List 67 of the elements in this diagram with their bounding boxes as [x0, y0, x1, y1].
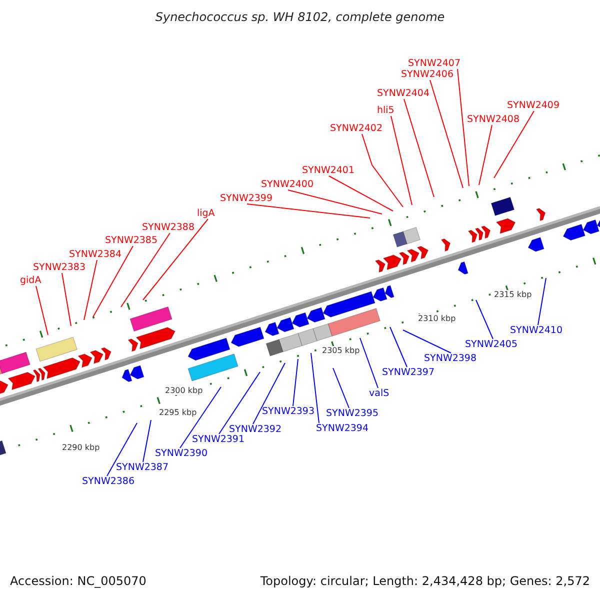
scale-label: 2305 kbp — [322, 346, 360, 355]
leader-line — [292, 358, 298, 406]
leader-line — [494, 110, 534, 178]
leader-line — [142, 218, 208, 300]
gene-label: SYNW2397 — [382, 367, 435, 378]
gene-label: SYNW2395 — [326, 408, 379, 419]
leader-line — [390, 326, 408, 368]
leader-line — [62, 272, 72, 326]
gene-label: hli5 — [377, 105, 394, 116]
gene-label: SYNW2404 — [377, 88, 430, 99]
gene-label: SYNW2388 — [142, 222, 195, 233]
leader-line — [252, 362, 286, 424]
gene-label: SYNW2401 — [302, 165, 355, 176]
gene-label: SYNW2407 — [408, 58, 461, 69]
leader-line — [84, 260, 98, 320]
gene-label: SYNW2405 — [465, 339, 518, 350]
gene-label: SYNW2410 — [510, 325, 563, 336]
leader-line — [390, 116, 412, 206]
leader-line — [478, 124, 492, 186]
leader-line — [246, 204, 370, 218]
gene-label: SYNW2386 — [82, 476, 135, 487]
gene-label: gidA — [20, 275, 42, 286]
leader-line — [430, 80, 464, 188]
gene-label: SYNW2385 — [105, 235, 158, 246]
scale-label: 2315 kbp — [494, 290, 532, 299]
footer-text: Topology: circular; Length: 2,434,428 bp; Genes: 2,572 — [260, 574, 590, 588]
gene-label: SYNW2402 — [330, 123, 383, 134]
leader-line — [142, 420, 152, 462]
gene-label: SYNW2398 — [424, 353, 477, 364]
footer-text: Accession: NC_005070 — [10, 574, 146, 588]
leader-line — [404, 98, 434, 198]
gene-label: ligA — [197, 208, 215, 219]
leader-line — [332, 368, 350, 408]
leader-line — [180, 386, 222, 448]
gene-label: valS — [369, 388, 390, 399]
scale-label: 2295 kbp — [159, 408, 197, 417]
gene-label: SYNW2384 — [69, 249, 122, 260]
gene-label: SYNW2399 — [220, 193, 273, 204]
gene-label: SYNW2392 — [229, 424, 282, 435]
leader-line — [476, 300, 494, 340]
leader-line — [328, 176, 394, 212]
leader-line — [120, 232, 170, 308]
gene-label: SYNW2390 — [155, 448, 208, 459]
scale-label: 2310 kbp — [418, 314, 456, 323]
leader-line — [402, 330, 452, 354]
scale-label: 2290 kbp — [62, 443, 100, 452]
leader-line — [310, 352, 320, 424]
title: Synechococcus sp. WH 8102, complete genome — [154, 10, 446, 24]
leader-line — [106, 422, 138, 476]
gene-label: SYNW2406 — [401, 69, 454, 80]
scale-label: 2300 kbp — [165, 386, 203, 395]
gene-label: SYNW2400 — [261, 179, 314, 190]
leader-line — [362, 134, 404, 208]
leader-line — [360, 338, 378, 388]
leader-line — [36, 286, 48, 336]
gene-label: SYNW2393 — [262, 406, 315, 417]
gene-label: SYNW2409 — [507, 100, 560, 111]
gene-label: SYNW2391 — [192, 434, 245, 445]
gene-label: SYNW2383 — [33, 262, 86, 273]
leader-line — [288, 190, 382, 214]
gene-label: SYNW2387 — [116, 462, 169, 473]
gene-label: SYNW2394 — [316, 423, 369, 434]
leader-line — [92, 246, 134, 318]
leader-line — [218, 372, 260, 434]
leader-line — [538, 278, 546, 326]
gene-label: SYNW2408 — [467, 114, 520, 125]
leader-line — [457, 68, 470, 186]
